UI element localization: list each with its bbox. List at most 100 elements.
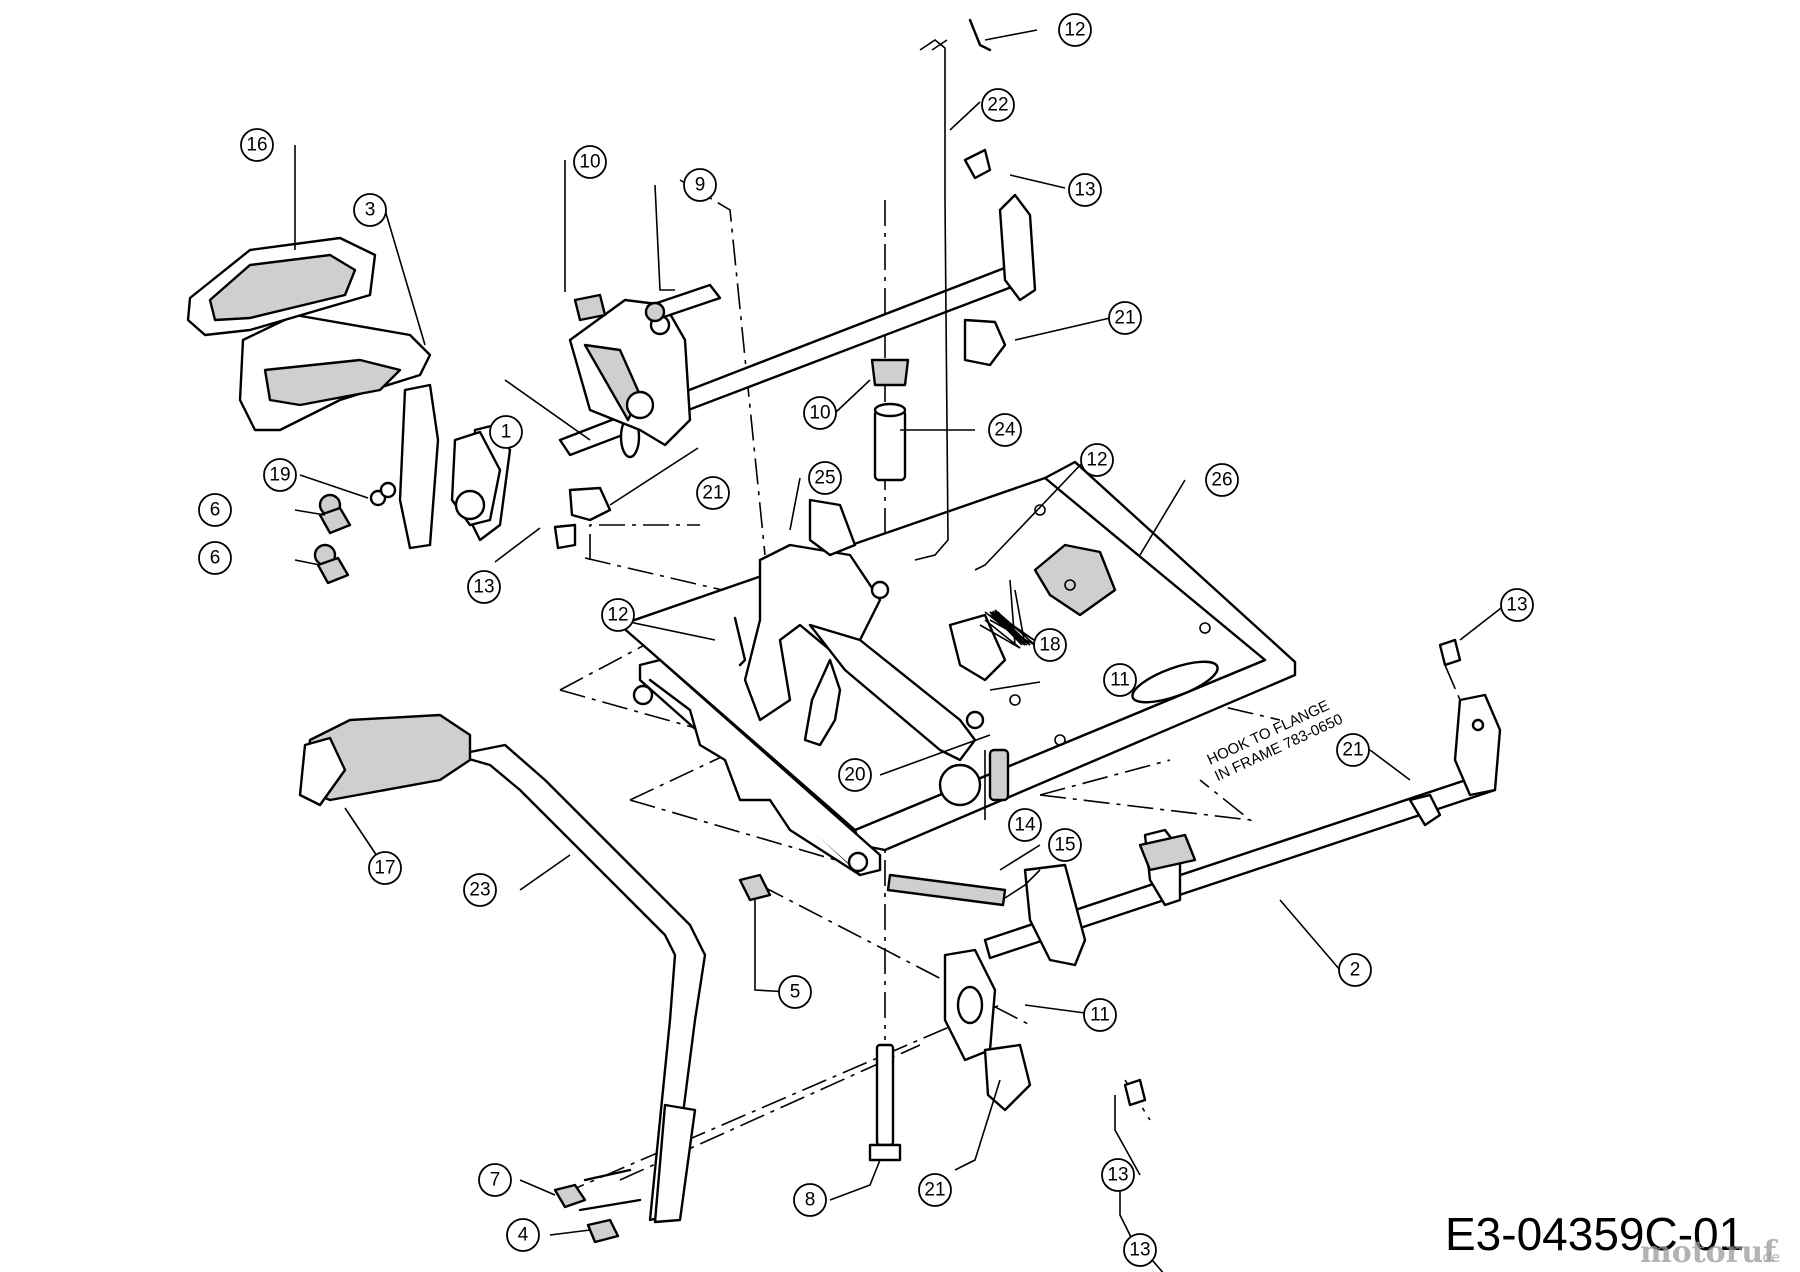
callout-label: 6	[210, 548, 221, 569]
callout-bubble	[1336, 733, 1370, 767]
callout-21: 21	[1336, 733, 1370, 767]
callout-7: 7	[478, 1163, 512, 1197]
parts-drawing	[186, 18, 1502, 1244]
callout-13: 13	[1500, 588, 1534, 622]
upper-shaft-assembly	[558, 193, 1037, 459]
callout-11: 11	[1103, 663, 1137, 697]
callout-label: 21	[1342, 740, 1363, 761]
callout-bubble	[1108, 301, 1142, 335]
callout-bubble	[353, 193, 387, 227]
callout-label: 5	[790, 982, 801, 1003]
callout-11: 11	[1083, 998, 1117, 1032]
callout-18: 18	[1033, 628, 1067, 662]
callout-bubble	[918, 1173, 952, 1207]
callout-bubble	[1205, 463, 1239, 497]
callout-label: 3	[365, 200, 376, 221]
springs	[886, 748, 1041, 907]
callout-bubble	[1500, 588, 1534, 622]
callout-label: 19	[269, 465, 290, 486]
flange-note: HOOK TO FLANGE IN FRAME 783-0650	[1205, 697, 1346, 785]
callout-label: 13	[1129, 1240, 1150, 1261]
callout-6: 6	[198, 541, 232, 575]
callout-label: 20	[844, 765, 865, 786]
watermark-suffix: .de	[1758, 1250, 1780, 1266]
callout-10: 10	[573, 145, 607, 179]
callout-4: 4	[506, 1218, 540, 1252]
callout-label: 16	[246, 135, 267, 156]
pedal-pivot-bracket	[743, 498, 1007, 762]
callout-21: 21	[1108, 301, 1142, 335]
callout-label: 2	[1350, 960, 1361, 981]
callout-bubble	[1103, 663, 1137, 697]
callout-bubble	[778, 975, 812, 1009]
callout-15: 15	[1048, 828, 1082, 862]
callout-bubble	[198, 541, 232, 575]
callout-bubble	[1058, 13, 1092, 47]
callout-label: 22	[987, 95, 1008, 116]
fasteners	[316, 18, 1462, 1244]
callout-21: 21	[696, 476, 730, 510]
callout-16: 16	[240, 128, 274, 162]
callout-label: 6	[210, 500, 221, 521]
callout-20: 20	[838, 758, 872, 792]
callout-label: 11	[1090, 1005, 1110, 1026]
callout-13: 13	[1101, 1158, 1135, 1192]
callout-bubble	[240, 128, 274, 162]
callout-22: 22	[981, 88, 1015, 122]
callout-label: 14	[1014, 815, 1036, 836]
callout-1: 1	[489, 415, 523, 449]
callout-17: 17	[368, 851, 402, 885]
callout-bubble	[838, 758, 872, 792]
callout-label: 21	[1114, 308, 1135, 329]
callout-bubble	[467, 570, 501, 604]
callout-bubble	[506, 1218, 540, 1252]
callout-bubble	[1123, 1233, 1157, 1267]
callout-bubble	[1008, 808, 1042, 842]
callout-label: 13	[1506, 595, 1527, 616]
callout-9: 9	[683, 168, 717, 202]
callout-bubble	[1101, 1158, 1135, 1192]
callout-label: 15	[1054, 835, 1075, 856]
lift-rod-assembly	[870, 39, 949, 561]
callout-bubble	[1338, 953, 1372, 987]
callout-bubble	[478, 1163, 512, 1197]
callout-label: 25	[814, 468, 835, 489]
side-bracket	[632, 658, 882, 877]
callout-label: 12	[607, 605, 628, 626]
callout-26: 26	[1205, 463, 1239, 497]
callout-12: 12	[601, 598, 635, 632]
callout-label: 8	[805, 1190, 816, 1211]
watermark-brand: motoruf	[1640, 1235, 1778, 1270]
callout-label: 21	[924, 1180, 945, 1201]
callout-label: 9	[695, 175, 706, 196]
lower-shaft-assembly	[943, 693, 1502, 1062]
callout-25: 25	[808, 461, 842, 495]
callout-23: 23	[463, 873, 497, 907]
callout-label: 10	[579, 152, 600, 173]
callout-bubble	[463, 873, 497, 907]
callout-label: 17	[374, 858, 395, 879]
callout-12: 12	[1058, 13, 1092, 47]
callout-bubble	[803, 396, 837, 430]
callout-19: 19	[263, 458, 297, 492]
callout-label: 24	[994, 420, 1016, 441]
callout-label: 18	[1039, 635, 1060, 656]
callout-bubble	[981, 88, 1015, 122]
callout-bubble	[1083, 998, 1117, 1032]
callout-label: 12	[1064, 20, 1085, 41]
callout-21: 21	[918, 1173, 952, 1207]
callout-14: 14	[1008, 808, 1042, 842]
callout-label: 1	[501, 422, 512, 443]
callout-label: 23	[469, 880, 490, 901]
callout-bubble	[368, 851, 402, 885]
callout-2: 2	[1338, 953, 1372, 987]
callout-label: 7	[490, 1170, 501, 1191]
callout-label: 13	[1107, 1165, 1128, 1186]
callout-13: 13	[467, 570, 501, 604]
callout-5: 5	[778, 975, 812, 1009]
callout-bubble	[683, 168, 717, 202]
callout-bubble	[1068, 173, 1102, 207]
callout-bubble	[696, 476, 730, 510]
